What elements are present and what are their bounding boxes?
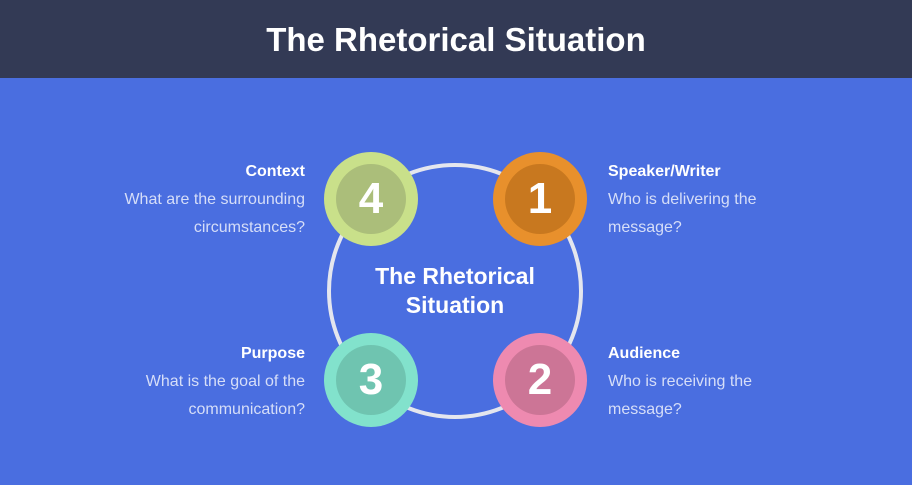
node-number: 3: [336, 345, 406, 415]
label-title: Purpose: [240, 345, 305, 362]
node-4: 4: [324, 152, 418, 246]
label-desc: What are the surrounding circumstances?: [124, 191, 305, 236]
page-title: The Rhetorical Situation: [0, 0, 912, 78]
node-number: 4: [336, 164, 406, 234]
label-speaker: Speaker/Writer Who is delivering the mes…: [608, 158, 798, 242]
node-number: 2: [505, 345, 575, 415]
center-label: The Rhetorical Situation: [375, 263, 535, 318]
node-3: 3: [324, 333, 418, 427]
label-desc: Who is delivering the message?: [608, 191, 757, 236]
label-title: Audience: [608, 345, 681, 362]
cycle-ring: [327, 163, 583, 419]
label-desc: What is the goal of the communication?: [145, 373, 305, 418]
label-purpose: Purpose What is the goal of the communic…: [105, 340, 305, 424]
label-context: Context What are the surrounding circums…: [85, 158, 305, 242]
node-2: 2: [493, 333, 587, 427]
label-audience: Audience Who is receiving the message?: [608, 340, 788, 424]
node-number: 1: [505, 164, 575, 234]
label-title: Speaker/Writer: [608, 163, 721, 180]
label-desc: Who is receiving the message?: [608, 373, 753, 418]
label-title: Context: [245, 163, 305, 180]
node-1: 1: [493, 152, 587, 246]
